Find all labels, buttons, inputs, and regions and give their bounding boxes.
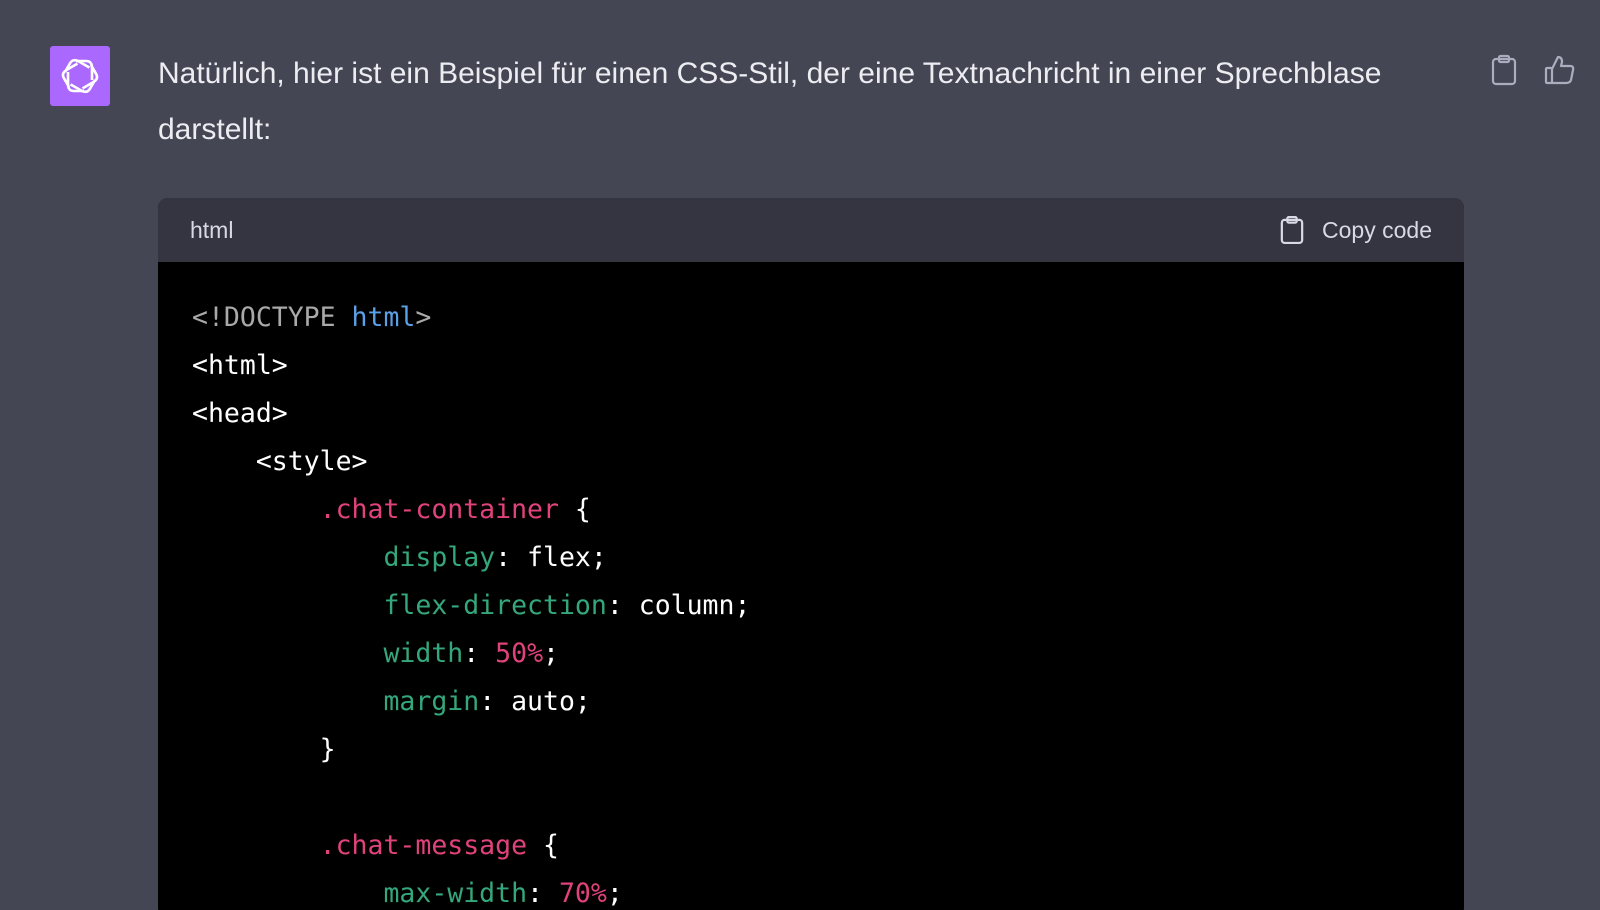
code-token: : xyxy=(463,638,496,669)
code-token: margin xyxy=(383,686,480,717)
code-token: ; xyxy=(606,878,623,909)
code-token: <html> xyxy=(192,350,288,381)
code-token xyxy=(192,542,383,573)
code-token: : column; xyxy=(606,590,751,621)
code-token xyxy=(192,878,383,909)
code-content: <!DOCTYPE html> <html> <head> <style> .cha… xyxy=(158,262,1464,910)
code-block-header: html Copy code xyxy=(158,198,1464,262)
code-token: width xyxy=(383,638,464,669)
code-token: ; xyxy=(543,638,559,669)
code-line: max-width: 70%; xyxy=(192,870,1430,910)
code-token: 50% xyxy=(495,638,544,669)
code-line: <style> xyxy=(192,438,1430,486)
code-token xyxy=(192,830,320,861)
code-line: <head> xyxy=(192,390,1430,438)
code-token: <!DOCTYPE xyxy=(192,302,352,333)
code-line: } xyxy=(192,726,1430,774)
code-token: > xyxy=(415,302,432,333)
code-token: : xyxy=(527,878,559,909)
code-token: { xyxy=(527,830,559,861)
code-token xyxy=(192,686,383,717)
code-line: flex-direction: column; xyxy=(192,582,1430,630)
code-line xyxy=(192,774,1430,822)
copy-code-button[interactable]: Copy code xyxy=(1280,215,1432,245)
code-token: } xyxy=(192,734,336,765)
code-token xyxy=(192,638,383,669)
code-line: margin: auto; xyxy=(192,678,1430,726)
clipboard-icon xyxy=(1491,54,1517,86)
code-token: display xyxy=(383,542,496,573)
code-line: .chat-container { xyxy=(192,486,1430,534)
code-language-label: html xyxy=(190,216,234,243)
code-token: 70% xyxy=(558,878,607,909)
code-token: .chat-container xyxy=(319,494,559,525)
thumbs-up-icon xyxy=(1544,55,1575,85)
assistant-message-text: Natürlich, hier ist ein Beispiel für ein… xyxy=(158,57,1382,146)
code-token: html xyxy=(351,302,416,333)
code-line: <html> xyxy=(192,342,1430,390)
code-token: flex-direction xyxy=(383,590,607,621)
clipboard-icon xyxy=(1280,215,1304,245)
code-line: display: flex; xyxy=(192,534,1430,582)
openai-logo-icon xyxy=(61,58,99,94)
code-token xyxy=(192,494,320,525)
copy-message-button[interactable] xyxy=(1488,52,1520,88)
code-token: : auto; xyxy=(479,686,591,717)
message-actions xyxy=(1488,52,1576,88)
code-token: { xyxy=(558,494,591,525)
thumbs-up-button[interactable] xyxy=(1544,52,1576,88)
code-token: <style> xyxy=(192,446,368,477)
copy-code-label: Copy code xyxy=(1322,216,1432,243)
assistant-avatar xyxy=(50,46,110,106)
code-token: max-width xyxy=(383,878,528,909)
code-line: <!DOCTYPE html> xyxy=(192,294,1430,342)
code-line: width: 50%; xyxy=(192,630,1430,678)
code-token xyxy=(192,590,383,621)
code-token: : flex; xyxy=(495,542,607,573)
code-token: .chat-message xyxy=(319,830,528,861)
code-block: html Copy code <!DOCTYPE html><html><hea… xyxy=(158,198,1464,910)
code-token: <head> xyxy=(192,398,288,429)
code-line: .chat-message { xyxy=(192,822,1430,870)
